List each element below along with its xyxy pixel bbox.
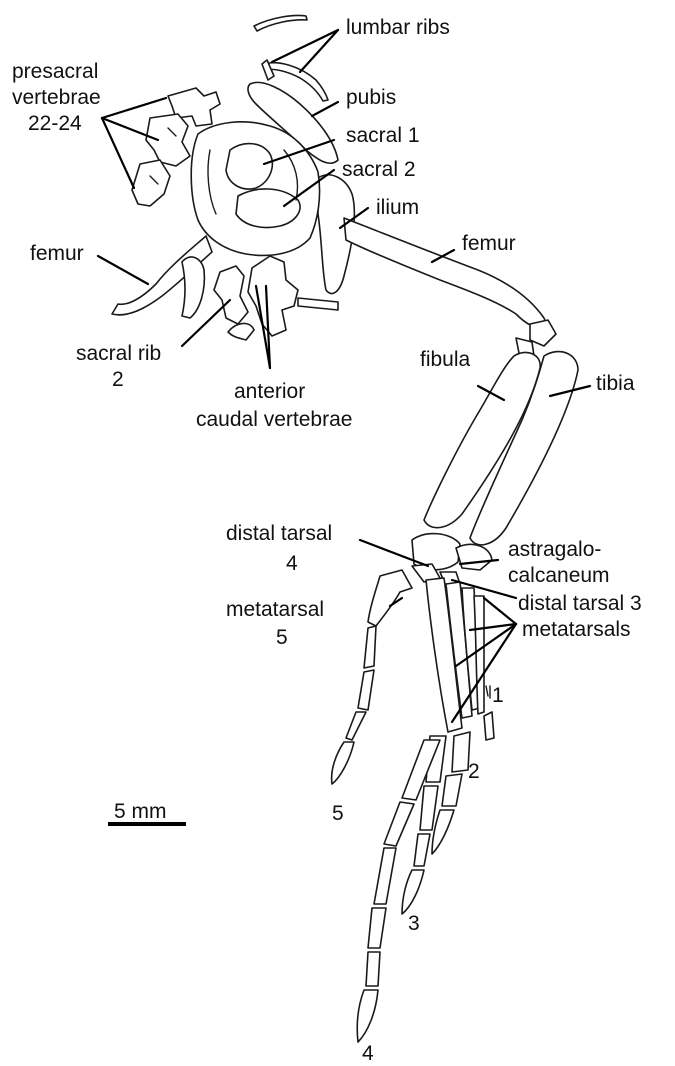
label-metatarsals: metatarsals: [522, 618, 631, 641]
label-ilium: ilium: [376, 196, 419, 219]
metatarsal-5-drawing: [332, 570, 412, 784]
label-anterior-line1: anterior: [234, 380, 305, 403]
label-presacral-line3: 22-24: [28, 112, 82, 135]
label-lumbar-ribs: lumbar ribs: [346, 16, 450, 39]
label-presacral-line2: vertebrae: [12, 86, 101, 109]
label-fibula: fibula: [420, 348, 471, 371]
label-metatarsal-5-line1: metatarsal: [226, 598, 324, 621]
label-astragalo-line2: calcaneum: [508, 564, 610, 587]
label-presacral-line1: presacral: [12, 60, 98, 83]
label-distal-tarsal-4-line2: 4: [286, 552, 298, 575]
femur-left-drawing: [112, 236, 212, 318]
labels: lumbar ribs presacral vertebrae 22-24 pu…: [12, 16, 642, 1065]
scale-bar-label: 5 mm: [114, 800, 167, 823]
label-sacral-rib-line2: 2: [112, 368, 124, 391]
label-femur-right: femur: [462, 232, 516, 255]
label-sacral-rib-line1: sacral rib: [76, 342, 161, 365]
label-tibia: tibia: [596, 372, 635, 395]
label-femur-left: femur: [30, 242, 84, 265]
femur-right-drawing: [344, 218, 548, 328]
label-distal-tarsal-4-line1: distal tarsal: [226, 522, 332, 545]
label-digit-3: 3: [408, 912, 420, 935]
scale-bar: 5 mm: [108, 800, 186, 826]
label-metatarsal-5-line2: 5: [276, 626, 288, 649]
label-digit-4: 4: [362, 1042, 374, 1065]
label-astragalo-line1: astragalo-: [508, 538, 601, 561]
metatarsals-drawing: [426, 578, 484, 732]
label-digit-5: 5: [332, 802, 344, 825]
label-anterior-line2: caudal vertebrae: [196, 408, 352, 431]
label-sacral-1: sacral 1: [346, 124, 420, 147]
label-distal-tarsal-3: distal tarsal 3: [518, 592, 642, 615]
label-digit-1: 1: [492, 684, 504, 707]
label-pubis: pubis: [346, 86, 396, 109]
label-sacral-2: sacral 2: [342, 158, 416, 181]
label-digit-2: 2: [468, 760, 480, 783]
scale-bar-line: [108, 822, 186, 826]
anterior-caudal-vertebrae-drawing: [214, 256, 338, 340]
